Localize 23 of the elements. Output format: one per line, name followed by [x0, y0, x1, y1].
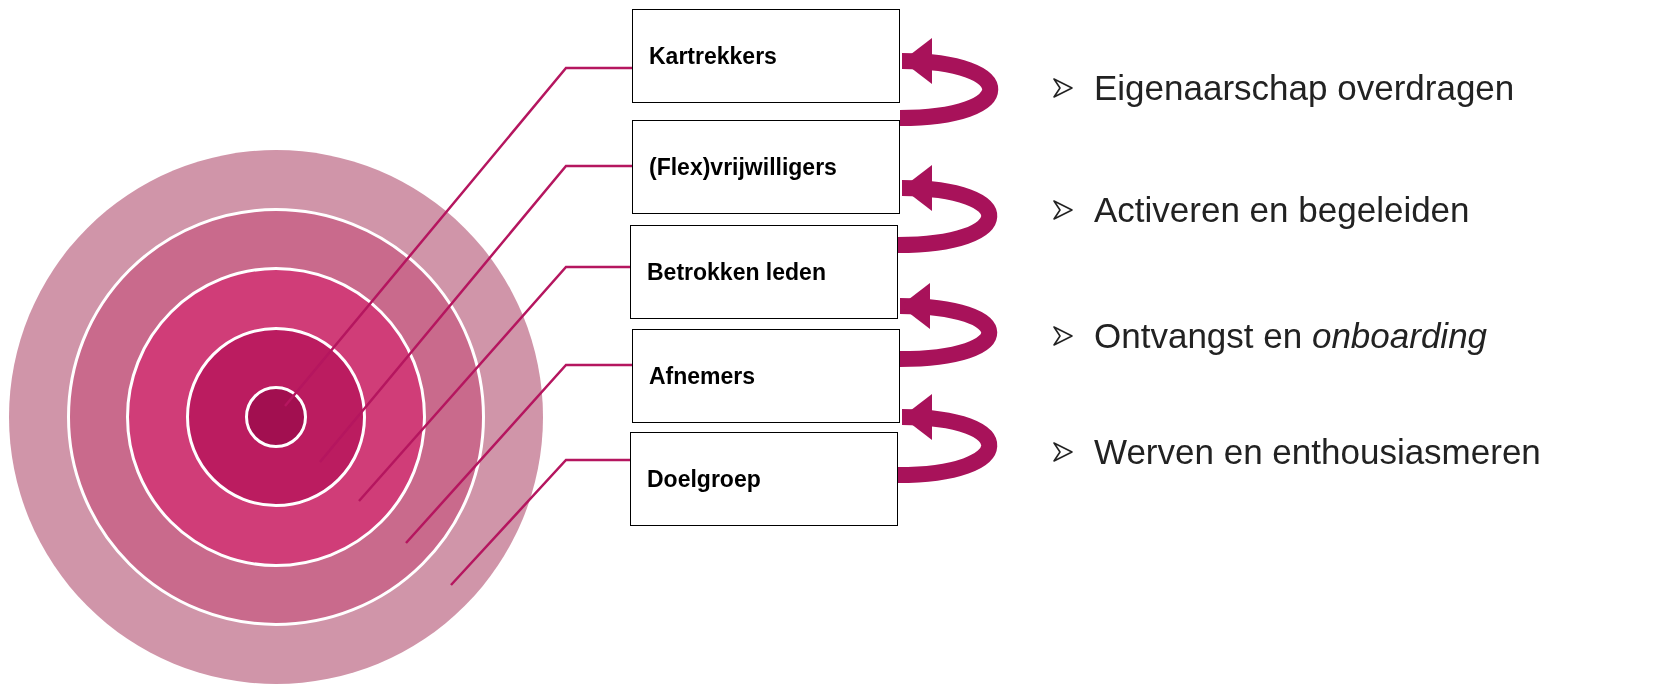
curved-arrow	[897, 395, 997, 483]
box-label: Betrokken leden	[647, 257, 826, 287]
leader-line	[450, 458, 630, 586]
leader-line	[358, 265, 630, 502]
curved-arrow	[899, 39, 998, 126]
box-label: Kartrekkers	[649, 41, 777, 71]
label-box	[630, 225, 898, 319]
box-label: Doelgroep	[647, 464, 761, 494]
leader-line	[284, 66, 632, 407]
leader-line	[319, 164, 632, 463]
label-box	[630, 432, 898, 526]
label-box	[632, 9, 900, 103]
box-label: Afnemers	[649, 361, 756, 391]
step-text: Werven en enthousiasmeren	[1094, 431, 1541, 473]
leader-line	[405, 363, 632, 544]
box-label: (Flex)vrijwilligers	[649, 152, 837, 182]
label-box	[632, 120, 900, 214]
step-text: Eigenaarschap overdragen	[1094, 67, 1515, 109]
curved-arrow	[897, 166, 997, 253]
label-box	[632, 329, 900, 423]
curved-arrow	[899, 284, 997, 367]
step-text: Ontvangst en onboarding	[1094, 315, 1488, 357]
step-text: Activeren en begeleiden	[1094, 189, 1470, 231]
